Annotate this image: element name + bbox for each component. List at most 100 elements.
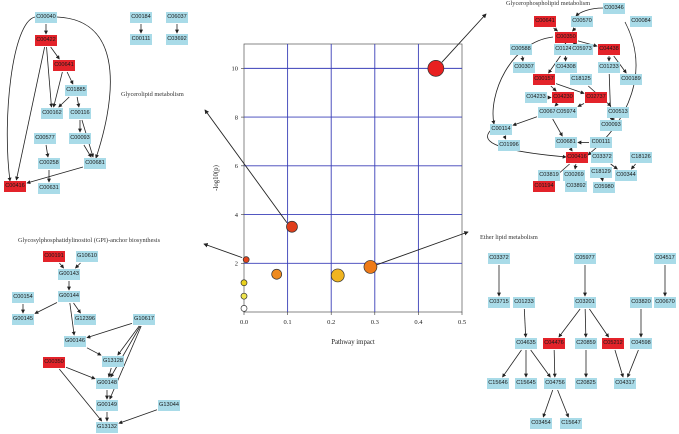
data-point: [363, 260, 378, 274]
reaction-arrow: [107, 367, 112, 378]
compound-node: G00148: [96, 378, 118, 389]
compound-node: C04233: [525, 92, 547, 103]
compound-node: C03201: [574, 297, 596, 308]
reaction-arrow: [523, 308, 528, 338]
compound-node: C05973: [571, 44, 593, 55]
compound-node: C01233: [598, 62, 620, 73]
y-tick-label: 10: [232, 66, 239, 73]
compound-node: G00144: [58, 291, 80, 302]
compound-node: G00143: [58, 269, 80, 280]
reaction-arrow: [630, 163, 636, 170]
compound-node: C03892: [565, 181, 587, 192]
compound-node: C00184: [130, 12, 152, 23]
compound-node: C04230: [552, 92, 574, 103]
reaction-arrow: [575, 7, 604, 17]
y-tick-label: 4: [235, 212, 239, 219]
compound-node: C05977: [574, 253, 596, 264]
compound-node: C00157: [533, 74, 555, 85]
reaction-arrow: [487, 128, 567, 159]
compound-node: C04598: [630, 338, 652, 349]
compound-node: C15646: [487, 378, 509, 389]
reaction-arrow: [512, 116, 538, 127]
compound-node: C00350: [43, 357, 65, 368]
reaction-arrow: [15, 46, 46, 181]
reaction-arrow: [86, 322, 133, 339]
compound-node: C00258: [38, 158, 60, 169]
reaction-arrow: [550, 85, 557, 92]
compound-node: C00191: [43, 251, 65, 262]
compound-node: C01996: [498, 140, 520, 151]
data-point: [240, 279, 248, 287]
compound-node: C05212: [602, 338, 624, 349]
reaction-arrow: [555, 83, 585, 95]
data-point: [271, 268, 283, 280]
reaction-arrow: [542, 389, 554, 418]
compound-node: C00344: [615, 170, 637, 181]
x-tick-label: 0.0: [240, 319, 248, 326]
reaction-arrow: [56, 16, 111, 159]
reaction-arrow: [117, 325, 140, 356]
compound-node: C00189: [620, 74, 642, 85]
y-axis-label: -log10(p): [213, 165, 220, 191]
reaction-arrow: [50, 46, 60, 60]
reaction-arrow: [558, 308, 581, 338]
reaction-arrow: [589, 308, 609, 338]
y-tick-label: 6: [235, 163, 239, 170]
reaction-arrow: [73, 302, 81, 314]
compound-node: G00146: [64, 336, 86, 347]
compound-node: C04317: [614, 378, 636, 389]
compound-node: C03819: [538, 170, 560, 181]
compound-node: C00588: [510, 44, 532, 55]
reaction-arrow: [34, 302, 58, 314]
compound-node: C20825: [575, 378, 597, 389]
x-tick-label: 0.2: [327, 319, 335, 326]
compound-node: C00093: [69, 133, 91, 144]
reaction-arrow: [626, 349, 639, 378]
compound-node: C05974: [555, 107, 577, 118]
compound-node: C03372: [591, 152, 613, 163]
compound-node: C00114: [490, 124, 512, 135]
reaction-arrow: [577, 103, 585, 107]
reaction-arrow: [502, 135, 507, 140]
callout-arrow: [204, 109, 288, 223]
reaction-arrow: [69, 302, 76, 336]
compound-node: C00093: [600, 120, 622, 131]
reaction-arrow: [613, 55, 627, 74]
panel-title-gpi: Glycosylphosphatidylinositol (GPI)-ancho…: [18, 237, 161, 244]
callout-arrows: [203, 13, 487, 266]
reaction-arrow: [520, 55, 525, 62]
compound-node: G13128: [102, 356, 124, 367]
x-tick-label: 0.4: [414, 319, 423, 326]
compound-node: G10610: [76, 251, 98, 262]
compound-node: C00416: [566, 152, 588, 163]
compound-node: C01241: [554, 44, 576, 55]
reaction-arrow: [110, 325, 141, 378]
data-point: [240, 304, 248, 312]
reaction-arrow: [83, 144, 92, 158]
callout-arrow: [203, 243, 243, 259]
reaction-arrow: [76, 96, 81, 108]
compound-node: G13044: [158, 400, 180, 411]
reaction-arrow: [548, 55, 561, 74]
compound-node: C03692: [166, 34, 188, 45]
callout-arrow: [376, 231, 469, 266]
compound-node: C00116: [69, 108, 91, 119]
reaction-arrow: [26, 166, 84, 185]
reaction-arrow: [552, 349, 557, 378]
compound-node: C03372: [488, 253, 510, 264]
reaction-arrow: [86, 347, 102, 356]
reaction-arrow: [75, 262, 81, 269]
compound-node: C00162: [41, 108, 63, 119]
x-axis-label: Pathway impact: [331, 339, 375, 346]
compound-node: C00641: [53, 60, 75, 71]
compound-node: C18126: [630, 152, 652, 163]
reaction-arrow: [58, 96, 70, 108]
callout-arrow: [441, 13, 487, 63]
x-tick-label: 0.3: [371, 319, 379, 326]
compound-node: C03715: [488, 297, 510, 308]
y-tick-label: 2: [235, 261, 238, 268]
compound-node: C04635: [515, 338, 537, 349]
compound-node: C00422: [35, 35, 57, 46]
